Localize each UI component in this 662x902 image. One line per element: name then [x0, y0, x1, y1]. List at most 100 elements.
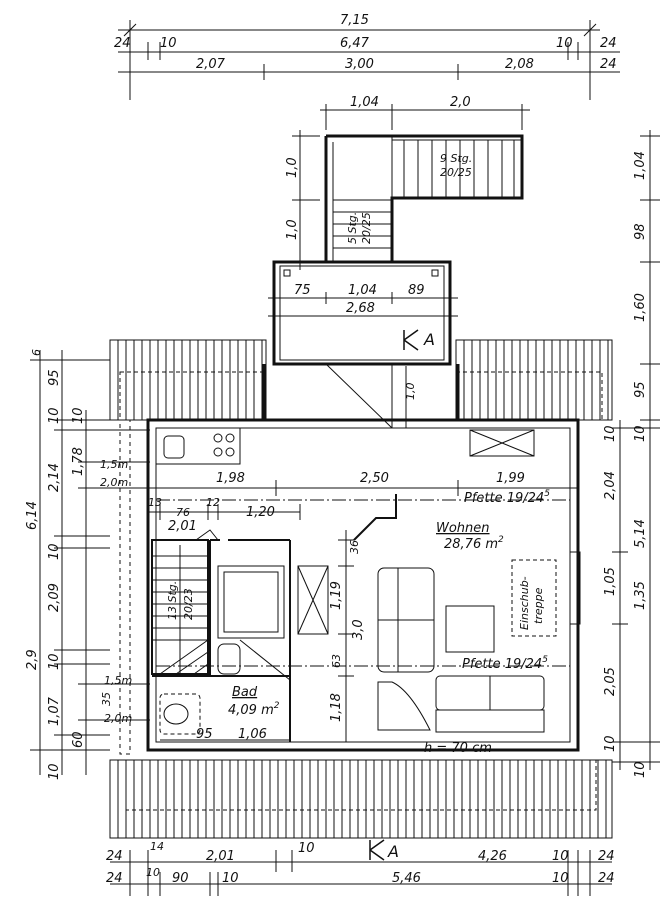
dim-left-mid-5: 10: [47, 653, 62, 670]
dim-left-mid-6: 1,07: [47, 696, 62, 726]
dim-inner-width-1: 2,50: [360, 471, 389, 486]
stair-upper-ratio: 20/25: [440, 166, 472, 179]
purlin-top-sup: 5: [544, 489, 550, 499]
dim-bottom-row2-0: 24: [106, 871, 123, 886]
top-dimension-chains: [118, 20, 620, 100]
height-note: h = 70 cm: [424, 741, 492, 756]
dim-bottom-row1-4: 4,26: [478, 849, 507, 864]
lower-flight-treads: [333, 199, 392, 249]
interior-stair-count: 13 Stg.: [166, 581, 179, 620]
dim-landing-0: 75: [294, 283, 311, 298]
dim-bottom-row2-3: 10: [222, 871, 239, 886]
right-dimension-chains: [612, 130, 660, 770]
dim-right-inner-2: 1,05: [603, 567, 618, 596]
room-living-name: Wohnen: [436, 521, 490, 536]
dim-left-inner-1: 1,78: [71, 447, 86, 476]
dim-overall-width: 7,15: [340, 13, 369, 28]
dim-left-mid-1: 10: [47, 407, 62, 424]
dim-right-inner-1: 2,04: [603, 471, 618, 500]
dim-landing-3: 2,68: [346, 301, 375, 316]
dim-door-3: 3,0: [351, 619, 366, 640]
dim-bottom-row2-1: 10: [146, 866, 160, 879]
dim-stair-top-1: 2,0: [450, 95, 471, 110]
dim-bottom-row1-6: 24: [598, 849, 615, 864]
dim-top-row1-4: 24: [600, 36, 617, 51]
dim-left-mid-7: 60: [71, 731, 86, 748]
purlin-bottom-label: Pfette 19/245: [462, 655, 548, 672]
stair-lower-ratio: 20/25: [360, 212, 373, 244]
dim-left-mid-0: 95: [47, 369, 62, 386]
dim-right-stair-2: 1,60: [633, 293, 648, 322]
dim-door-5: 1,18: [329, 693, 344, 722]
dim-top-row1-2: 6,47: [340, 36, 370, 51]
interior-width-dims: [148, 480, 578, 520]
roof-bottom: [109, 759, 613, 839]
interior-stair-ratio: 20/23: [182, 588, 195, 620]
room-bath-area: 4,09 m2: [228, 701, 280, 718]
dim-stair-2: 12: [206, 496, 220, 509]
dim-top-row2-1: 3,00: [345, 57, 374, 72]
purlin-top-text: Pfette 19/24: [464, 491, 544, 506]
dim-right-inner-3: 2,05: [603, 667, 618, 696]
dim-left-inner-3: 2,0m: [100, 476, 128, 489]
dim-landing-2: 89: [408, 283, 425, 298]
dim-right-outer-2: 5,14: [633, 519, 648, 548]
dim-stair-left-0: 1,0: [285, 157, 300, 178]
dim-top-row2-3: 24: [600, 57, 617, 72]
left-dimension-chains: [30, 350, 150, 775]
dim-stair-4: 2,01: [168, 519, 197, 534]
dim-left-outer-0: 6: [30, 349, 43, 356]
dim-right-outer-1: 10: [633, 425, 648, 442]
dim-left-mid-8: 10: [47, 763, 62, 780]
dim-stair-0: 13: [148, 496, 162, 509]
dim-stair-top-0: 1,04: [350, 95, 379, 110]
chimney: [469, 429, 535, 457]
interior-partitions: [152, 494, 397, 742]
dim-left-inner-5: 35: [100, 692, 113, 706]
bath-fixtures: [159, 643, 241, 735]
dim-bottom-row2-5: 10: [552, 871, 569, 886]
section-marker-top-label: A: [423, 330, 435, 349]
dim-bottom-row2-2: 90: [172, 871, 189, 886]
dim-left-mid-3: 10: [47, 543, 62, 560]
roof-right-top: [455, 339, 613, 421]
dim-right-stair-1: 98: [633, 223, 648, 240]
dim-left-mid-2: 2,14: [47, 463, 62, 492]
dim-bath-1: 1,06: [238, 727, 267, 742]
stair-dimension-lines: [268, 104, 530, 317]
stair-lower-count: 5 Stg.: [346, 212, 359, 244]
dim-right-outer-3: 1,35: [633, 581, 648, 610]
dim-right-inner-4: 10: [603, 735, 618, 752]
dim-left-mid-4: 2,09: [47, 583, 62, 612]
dim-inner-width-2: 1,99: [496, 471, 525, 486]
hatch-stair-line1: Einschub-: [518, 576, 531, 630]
dim-door-4: 63: [330, 654, 343, 668]
dim-stair-3: 1,20: [246, 505, 275, 520]
room-bath-name: Bad: [232, 685, 258, 700]
dim-left-inner-2: 1,5m: [100, 458, 128, 471]
section-marker-top: [403, 329, 419, 351]
dim-bottom-row1-0: 24: [106, 849, 123, 864]
room-living-area: 28,76 m2: [444, 535, 504, 552]
dim-left-inner-0: 10: [71, 407, 86, 424]
bottom-dimension-chains: [110, 850, 612, 896]
dim-top-row1-3: 10: [556, 36, 573, 51]
room-living-area-text: 28,76 m: [444, 537, 498, 552]
dim-bottom-row1-3: 10: [298, 841, 315, 856]
dim-top-row2-0: 2,07: [196, 57, 226, 72]
room-living-area-sup: 2: [498, 535, 504, 545]
room-bath-area-text: 4,09 m: [228, 703, 274, 718]
dim-inner-width-0: 1,98: [216, 471, 245, 486]
room-bath-area-sup: 2: [274, 701, 280, 711]
dim-top-row2-2: 2,08: [505, 57, 534, 72]
dim-landing-1: 1,04: [348, 283, 377, 298]
dim-bottom-row2-6: 24: [598, 871, 615, 886]
purlin-bottom-sup: 5: [542, 655, 548, 665]
dim-bottom-row2-4: 5,46: [392, 871, 421, 886]
dim-bottom-row1-1: 14: [150, 840, 164, 853]
hatch-stair-line2: treppe: [532, 587, 545, 624]
dim-left-inner-4: 1,5m: [104, 674, 132, 687]
dim-left-outer-2: 2,9: [25, 649, 40, 670]
dim-right-outer-4: 10: [633, 761, 648, 778]
